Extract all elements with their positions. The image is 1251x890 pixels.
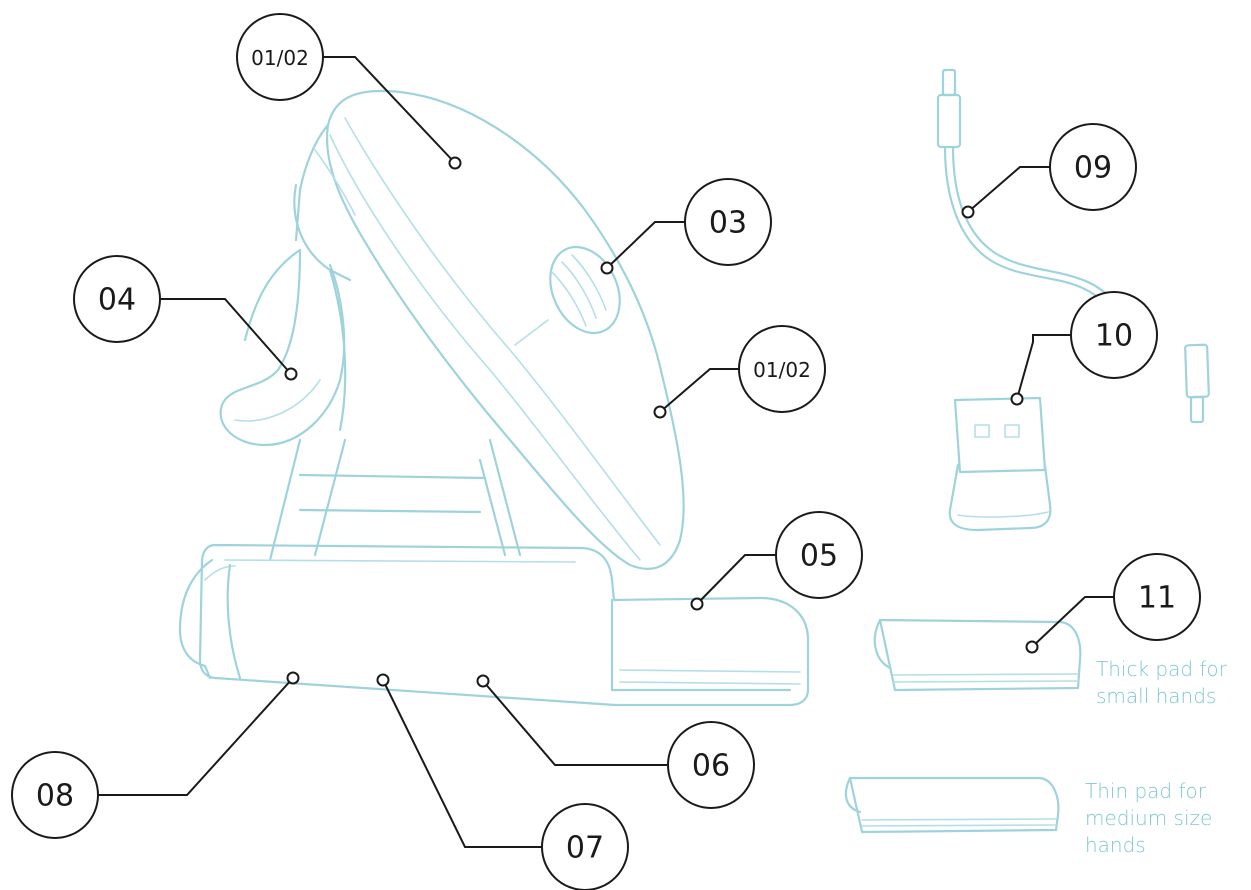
callout-leader-line — [606, 221, 685, 269]
callout-label: 09 — [1074, 151, 1112, 186]
usb-cable — [936, 68, 1210, 424]
callout-leader-line — [323, 56, 456, 164]
callout-c1: 01/02 — [236, 13, 462, 170]
thick-pad-note-line-1: Thick pad for — [1096, 657, 1227, 681]
thin-pad-note-line-2: medium size — [1085, 806, 1213, 830]
callout-circle — [541, 803, 629, 890]
callouts: 01/02 03 04 01/02 09 10 05 11 06 08 07 — [11, 13, 1201, 890]
callout-circle — [1049, 123, 1137, 211]
thick-pad-note-line-2: small hands — [1096, 684, 1217, 708]
callout-c4: 01/02 — [653, 325, 826, 419]
callout-label: 06 — [692, 749, 730, 784]
callout-label: 05 — [800, 539, 838, 574]
callout-leader-line — [382, 679, 542, 848]
callout-circle — [667, 721, 755, 809]
callout-label: 01/02 — [251, 46, 309, 70]
callout-anchor-dot — [653, 405, 667, 419]
thick-pad-note: Thick pad for small hands — [1096, 656, 1227, 710]
callout-label: 10 — [1095, 319, 1133, 354]
callout-label: 11 — [1138, 581, 1176, 616]
callout-circle — [1070, 291, 1158, 379]
callout-circle — [11, 751, 99, 839]
callout-anchor-dot — [1025, 640, 1039, 654]
callout-leader-line — [696, 554, 776, 605]
mouse-illustration — [178, 89, 810, 707]
thick-pad — [873, 618, 1082, 692]
callout-label: 04 — [98, 283, 136, 318]
callout-circle — [236, 13, 324, 101]
thin-pad-note: Thin pad for medium size hands — [1085, 778, 1212, 859]
callout-anchor-dot — [600, 261, 614, 275]
callout-leader-line — [98, 677, 294, 796]
callout-anchor-dot — [476, 674, 490, 688]
callout-c7: 05 — [690, 511, 863, 611]
callout-c5: 09 — [961, 123, 1137, 219]
callout-label: 01/02 — [753, 358, 811, 382]
callout-c11: 07 — [376, 673, 629, 890]
callout-circle — [1113, 553, 1201, 641]
callout-c2: 03 — [600, 178, 772, 275]
callout-circle — [738, 325, 826, 413]
callout-c10: 08 — [11, 671, 300, 839]
callout-circle — [775, 511, 863, 599]
callout-label: 03 — [709, 206, 747, 241]
callout-c9: 06 — [476, 674, 755, 809]
callout-leader-line — [482, 680, 668, 766]
callout-c3: 04 — [73, 255, 298, 381]
callout-leader-line — [659, 368, 739, 413]
callout-circle — [684, 178, 772, 266]
callout-leader-line — [1031, 596, 1114, 648]
thin-pad — [844, 776, 1060, 834]
callout-label: 07 — [566, 831, 604, 866]
callout-anchor-dot — [961, 205, 975, 219]
thin-pad-note-line-3: hands — [1085, 833, 1146, 857]
callout-anchor-dot — [690, 597, 704, 611]
callout-anchor-dot — [284, 367, 298, 381]
callout-leader-line — [1016, 334, 1071, 400]
callout-leader-line — [967, 166, 1050, 213]
callout-c6: 10 — [1010, 291, 1158, 406]
callout-anchor-dot — [448, 156, 462, 170]
callout-c8: 11 — [1025, 553, 1201, 654]
callout-label: 08 — [36, 779, 74, 814]
callout-anchor-dot — [286, 671, 300, 685]
callout-circle — [73, 255, 161, 343]
usb-dongle — [948, 396, 1052, 532]
callout-leader-line — [160, 298, 292, 375]
thin-pad-note-line-1: Thin pad for — [1085, 779, 1206, 803]
callout-anchor-dot — [376, 673, 390, 687]
callout-anchor-dot — [1010, 392, 1024, 406]
